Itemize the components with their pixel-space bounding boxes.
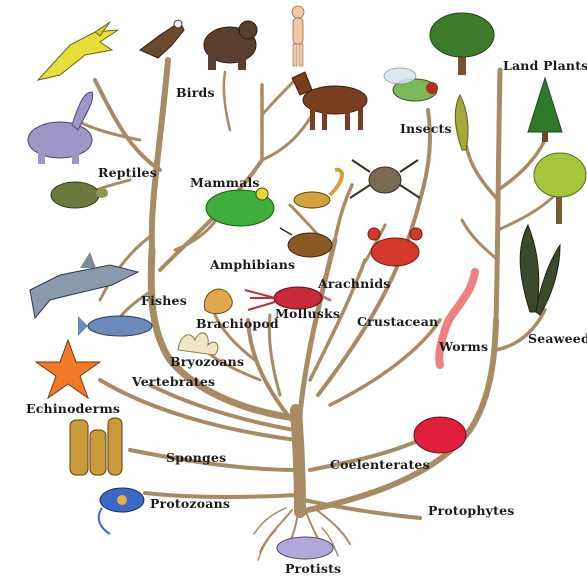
horseshoe-crab-illustration xyxy=(280,228,332,257)
frog-illustration xyxy=(206,188,274,226)
label-crustacean: Crustacean xyxy=(357,314,438,329)
label-arachnids: Arachnids xyxy=(317,276,391,291)
protozoan-illustration xyxy=(99,488,144,534)
label-seaweed: Seaweed xyxy=(528,331,587,346)
label-brachiopod: Brachiopod xyxy=(196,316,279,331)
sponge-illustration xyxy=(70,418,122,475)
gorilla-illustration xyxy=(204,21,257,70)
label-coelenterates: Coelenterates xyxy=(330,457,430,472)
spider-illustration xyxy=(350,160,420,198)
crab-illustration xyxy=(368,228,422,266)
palm-tree-illustration xyxy=(534,153,586,224)
label-protophytes: Protophytes xyxy=(428,503,515,518)
tuna-illustration xyxy=(78,316,152,336)
sauropod-illustration xyxy=(28,92,93,164)
conifer-tree-illustration xyxy=(528,78,562,142)
label-vertebrates: Vertebrates xyxy=(131,374,215,389)
label-mammals: Mammals xyxy=(190,175,260,190)
brachiopod-shell-illustration xyxy=(204,289,232,314)
scorpion-illustration xyxy=(294,170,342,208)
label-fishes: Fishes xyxy=(141,293,187,308)
shark-illustration xyxy=(30,252,138,318)
eagle-illustration xyxy=(140,20,184,58)
label-protists: Protists xyxy=(285,561,341,576)
protist-cell-illustration xyxy=(277,537,333,559)
sea-anemone-illustration xyxy=(414,417,466,453)
bryozoan-illustration xyxy=(178,333,218,355)
label-mollusks: Mollusks xyxy=(275,306,340,321)
fly-illustration xyxy=(384,68,438,101)
fern-illustration xyxy=(455,95,468,150)
label-worms: Worms xyxy=(438,339,488,354)
turtle-illustration xyxy=(51,182,108,208)
horse-illustration xyxy=(292,72,367,130)
pterosaur-illustration xyxy=(38,22,118,80)
label-amphibians: Amphibians xyxy=(209,257,295,272)
kelp-illustration xyxy=(520,225,560,315)
label-insects: Insects xyxy=(400,121,452,136)
human-illustration xyxy=(292,6,304,66)
label-bryozoans: Bryozoans xyxy=(170,354,244,369)
label-sponges: Sponges xyxy=(166,450,226,465)
oak-tree-illustration xyxy=(430,13,494,75)
starfish-illustration xyxy=(36,340,100,398)
label-echinoderms: Echinoderms xyxy=(26,401,120,416)
label-protozoans: Protozoans xyxy=(150,496,230,511)
label-reptiles: Reptiles xyxy=(98,165,157,180)
label-birds: Birds xyxy=(176,85,215,100)
label-land-plants: Land Plants xyxy=(503,58,587,73)
